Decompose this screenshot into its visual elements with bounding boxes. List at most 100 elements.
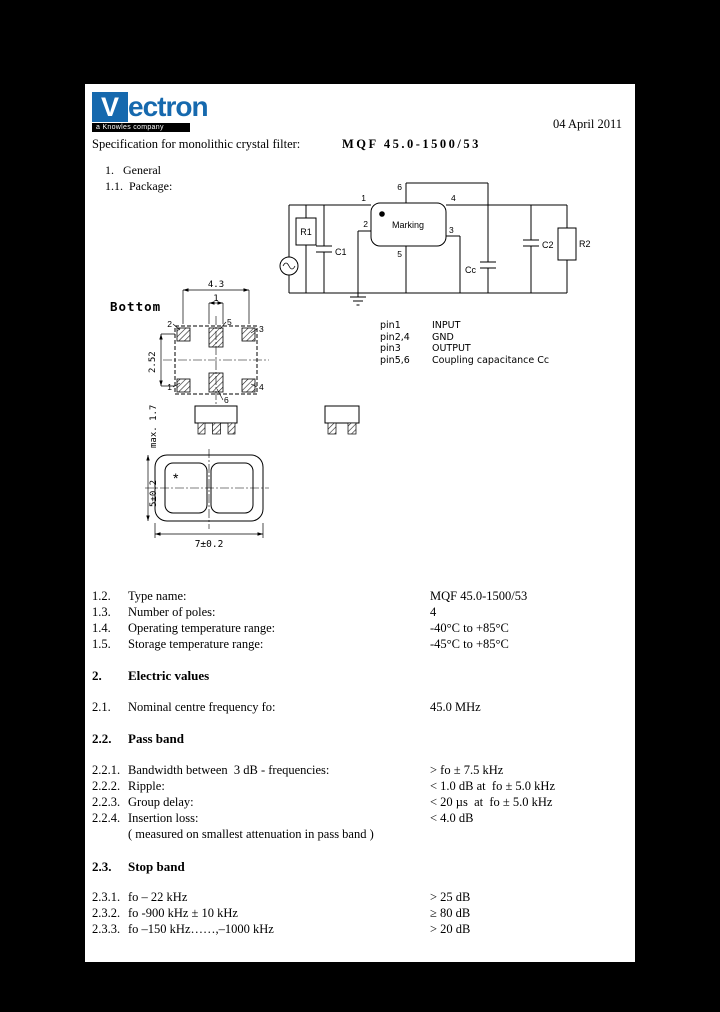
row-label: Bandwidth between 3 dB - frequencies:	[128, 763, 330, 777]
title-line: Specification for monolithic crystal fil…	[92, 137, 632, 153]
vectron-logo-icon: V	[92, 92, 128, 122]
pad-numbers: 2 5 3 1 6 4	[167, 317, 264, 405]
note-text: ( measured on smallest attenuation in pa…	[128, 827, 374, 841]
row-label: Operating temperature range:	[128, 621, 276, 635]
row-value: < 4.0 dB	[430, 811, 474, 825]
row-label: fo –150 kHz……,–1000 kHz	[128, 922, 274, 936]
logo-tagline: a Knowles company	[92, 123, 190, 132]
pin-function: INPUT	[432, 320, 461, 331]
marking-label: Marking	[392, 220, 424, 230]
pin-4-label: 4	[451, 193, 456, 203]
row-number: 1.5.	[92, 637, 111, 651]
row-label: Ripple:	[128, 779, 165, 793]
row-number: 2.2.4.	[92, 811, 121, 825]
package-side-views	[194, 405, 360, 435]
part-number: MQF 45.0-1500/53	[342, 137, 481, 151]
pad-1	[176, 378, 191, 393]
capacitor-cc	[480, 183, 496, 293]
row-value: > 20 dB	[430, 922, 471, 936]
row-value: -40°C to +85°C	[430, 621, 509, 635]
capacitor-c1	[316, 205, 332, 293]
document-date: 04 April 2011	[553, 117, 622, 131]
pad-3	[241, 327, 256, 342]
pin-id: pin2,4	[380, 331, 410, 343]
pin-table-row: pin1 INPUT	[380, 320, 549, 332]
pin6-wire	[405, 182, 488, 203]
bv-pin-1: 1	[167, 382, 172, 392]
bv-pin-4: 4	[259, 382, 264, 392]
height-dimension: max. 1.7	[149, 404, 159, 448]
sine-glyph	[282, 262, 296, 270]
bv-pin-5: 5	[227, 317, 232, 327]
pad-leaders	[172, 321, 258, 401]
pin-function: Coupling capacitance Cc	[432, 354, 550, 366]
section-1-text: 1. General	[105, 163, 161, 177]
section-title: Electric values	[128, 668, 210, 683]
row-label: Group delay:	[128, 795, 194, 809]
c1-label: C1	[335, 247, 347, 257]
section-1-1-package: 1.1. Package:	[105, 179, 172, 194]
pin-table-row: pin3 OUTPUT	[380, 343, 549, 355]
row-label: Type name:	[128, 589, 187, 603]
bv-pin-3: 3	[259, 324, 264, 334]
dim-4-3: 4.3	[208, 280, 224, 290]
row-value: < 1.0 dB at fo ± 5.0 kHz	[430, 779, 556, 793]
pin-id: pin1	[380, 320, 401, 331]
row-number: 2.3.1.	[92, 890, 121, 904]
row-number: 1.2.	[92, 589, 111, 603]
row-value: < 20 µs at fo ± 5.0 kHz	[430, 795, 553, 809]
bv-pin-6: 6	[224, 395, 229, 405]
pad-2	[176, 327, 191, 342]
pin-2-label: 2	[363, 219, 368, 229]
row-number: 2.2.2.	[92, 779, 121, 793]
dimension-texts: 4.3 1 2.52	[148, 280, 224, 373]
pin-6-label: 6	[397, 182, 402, 192]
row-value: 4	[430, 605, 437, 619]
orientation-star: *	[173, 470, 179, 486]
pin3-wire	[446, 235, 461, 293]
center-lines	[145, 449, 269, 529]
section-title: Stop band	[128, 859, 185, 874]
c2-label: C2	[542, 240, 554, 250]
dim-7: 7±0.2	[195, 539, 224, 550]
row-number: 2.3.2.	[92, 906, 121, 920]
row-number: 2.	[92, 668, 102, 683]
bottom-view-label: Bottom	[110, 299, 162, 314]
pin2-wire	[357, 230, 371, 293]
section-1-general: 1. General	[105, 163, 161, 178]
cc-label: Cc	[465, 265, 476, 275]
pin-3-label: 3	[449, 225, 454, 235]
dimension-lines	[159, 288, 250, 387]
dim-2-52: 2.52	[148, 351, 158, 373]
spec-label: Specification for monolithic crystal fil…	[92, 137, 301, 151]
package-top-view: * 7±0.2 5±0.2	[145, 449, 269, 550]
pin-numbers: 1 6 4 2 5 3	[361, 182, 456, 259]
row-number: 1.4.	[92, 621, 111, 635]
resistor-r1	[295, 217, 317, 246]
row-value: > 25 dB	[430, 890, 471, 904]
dim-1: 1	[213, 294, 218, 304]
row-value: -45°C to +85°C	[430, 637, 509, 651]
pin-function-table: pin1 INPUT pin2,4 GND pin3 OUTPUT pin5,6…	[380, 320, 549, 366]
row-value: 45.0 MHz	[430, 700, 481, 714]
row-number: 2.3.3.	[92, 922, 121, 936]
pin-id: pin5,6	[380, 354, 410, 366]
vectron-wordmark: V ectron	[92, 91, 209, 122]
center-lines	[163, 316, 269, 404]
row-value: ≥ 80 dB	[430, 906, 471, 920]
row-number: 2.3.	[92, 859, 112, 874]
r2-label: R2	[579, 239, 591, 249]
dimension-texts: 7±0.2 5±0.2	[149, 480, 223, 550]
side-view-bodies	[194, 405, 360, 424]
circuit-wires	[279, 182, 577, 306]
pin-table-row: pin2,4 GND	[380, 332, 549, 344]
row-label: Nominal centre frequency fo:	[128, 700, 276, 714]
dim-side: 5±0.2	[149, 480, 159, 507]
bv-pin-2: 2	[167, 319, 172, 329]
row-label: Insertion loss:	[128, 811, 199, 825]
row-number: 2.2.1.	[92, 763, 121, 777]
ac-source-icon	[279, 256, 299, 276]
logo-text: ectron	[128, 91, 209, 122]
capacitor-c2	[523, 205, 539, 293]
pin-function: GND	[432, 331, 454, 343]
